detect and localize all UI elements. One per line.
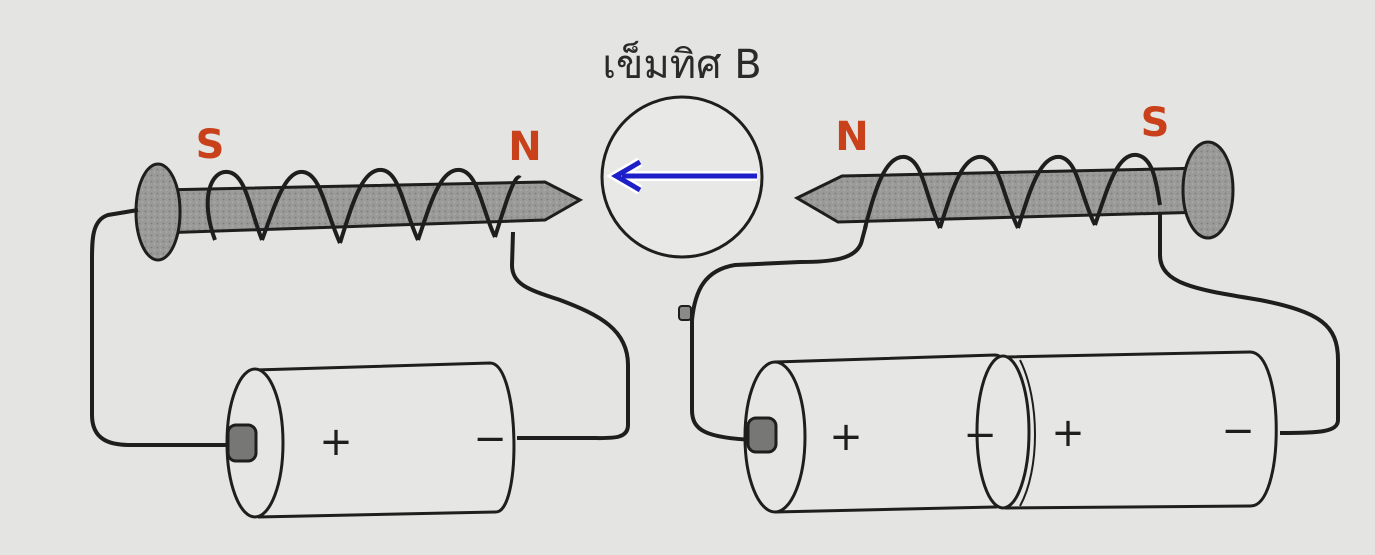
right-battery-2-positive: + [1051,410,1085,456]
right-wire-tail [1158,212,1340,435]
left-battery-negative: − [473,416,507,462]
left-battery [225,361,516,519]
right-pole-s-label: S [1141,100,1170,146]
left-coil [205,168,522,244]
right-battery-1-negative: − [963,412,997,458]
left-wire-head [90,208,235,447]
right-battery-2 [975,350,1278,510]
right-coil [863,152,1162,229]
wire-clip [678,305,692,321]
compass-label: เข็มทิศ B [602,40,761,88]
right-nail [793,166,1207,224]
left-wire-tail [509,231,630,441]
right-wire-coil [690,224,868,442]
left-electromagnet [90,162,630,519]
right-battery-1-positive: + [829,414,863,460]
left-nail-head [134,162,182,262]
right-nail-head [1181,140,1235,240]
right-electromagnet [678,140,1340,514]
right-battery-2-negative: − [1221,408,1255,454]
left-pole-n-label: N [508,124,541,170]
right-pole-n-label: N [835,114,868,160]
left-pole-s-label: S [196,122,225,168]
compass-needle-arrow [606,157,757,195]
compass-b [600,95,764,259]
left-battery-positive: + [319,419,353,465]
